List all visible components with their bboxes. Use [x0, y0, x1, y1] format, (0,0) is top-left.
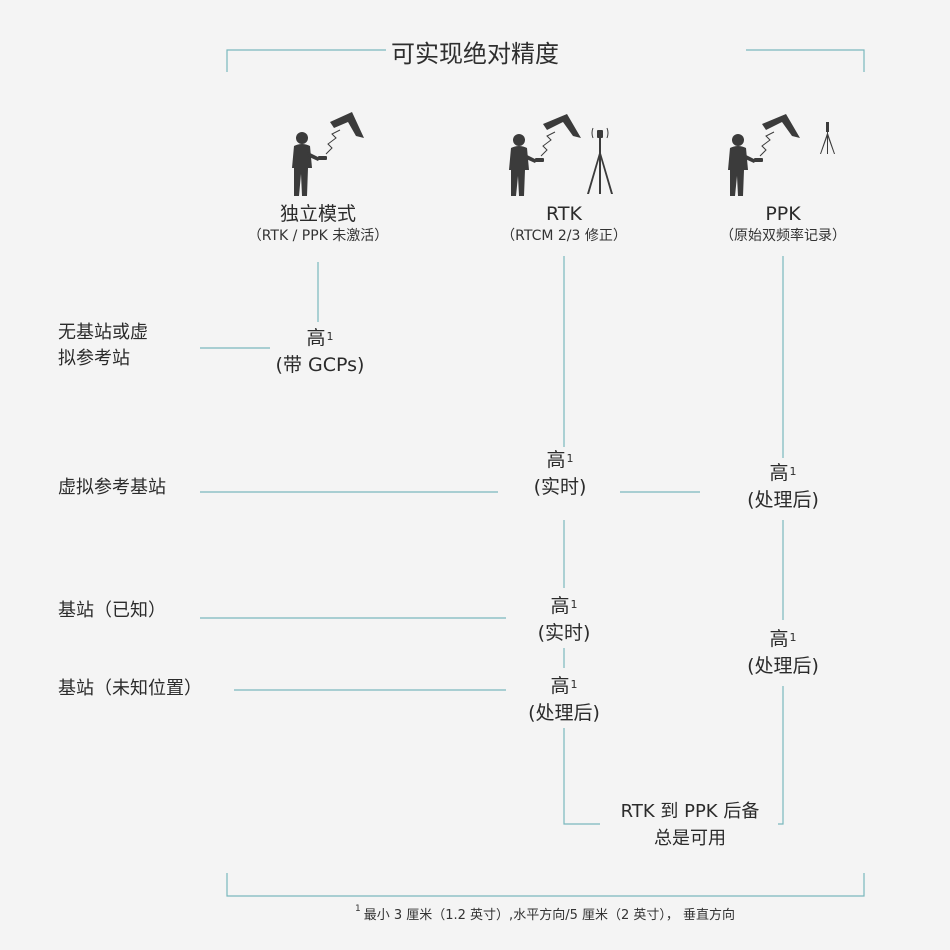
column-subtitle: （原始双频率记录） — [720, 228, 846, 244]
accuracy-note: (处理后) — [747, 655, 819, 677]
footnote-mark: 1 — [570, 598, 578, 611]
node-rtk-known: 高1 (实时) — [494, 593, 634, 647]
bottom-bracket — [226, 873, 865, 897]
rtk-column-line-4 — [563, 728, 600, 825]
row-label-none: 无基站或虚 拟参考站 — [58, 320, 148, 372]
column-name: RTK — [546, 203, 582, 225]
accuracy-value: 高 — [550, 675, 570, 697]
footnote-mark: 1 — [789, 631, 797, 644]
accuracy-note: (实时) — [533, 476, 587, 498]
accuracy-note: (处理后) — [528, 702, 600, 724]
operator-drone-base-icon — [509, 114, 613, 196]
node-standalone-none: 高1 (带 GCPs) — [250, 325, 390, 379]
rtk-ppk-backup-note: RTK 到 PPK 后备 总是可用 — [580, 798, 800, 852]
operator-drone-tripod-icon — [728, 114, 835, 196]
row-label-known: 基站（已知） — [58, 600, 166, 621]
row-label-line: 拟参考站 — [58, 348, 130, 369]
accuracy-note: (带 GCPs) — [275, 354, 365, 376]
accuracy-value: 高 — [769, 462, 789, 484]
column-standalone: 独立模式 （RTK / PPK 未激活） — [218, 202, 418, 246]
column-name: 独立模式 — [279, 203, 356, 225]
diagram-title: 可实现绝对精度 — [391, 40, 559, 68]
footnote-mark: 1 — [789, 465, 797, 478]
footnote-mark: 1 — [354, 904, 361, 914]
column-subtitle: （RTCM 2/3 修正） — [501, 228, 627, 244]
accuracy-value: 高 — [769, 628, 789, 650]
top-bracket-right — [746, 49, 865, 72]
accuracy-value: 高 — [546, 449, 566, 471]
backup-line: 总是可用 — [654, 828, 726, 849]
backup-line: RTK 到 PPK 后备 — [620, 801, 760, 822]
footnote-mark: 1 — [570, 678, 578, 691]
node-rtk-unknown: 高1 (处理后) — [494, 673, 634, 727]
column-subtitle: （RTK / PPK 未激活） — [247, 228, 389, 244]
row-label-line: 无基站或虚 — [58, 322, 148, 343]
node-ppk-vrs: 高1 (处理后) — [713, 460, 853, 514]
ppk-column-line-3 — [778, 686, 784, 825]
top-bracket-left — [226, 49, 386, 72]
row-label-vrs: 虚拟参考基站 — [58, 477, 166, 498]
operator-with-drone-icon — [292, 112, 364, 196]
row-label-unknown: 基站（未知位置） — [58, 678, 202, 699]
node-ppk-known: 高1 (处理后) — [713, 626, 853, 680]
column-ppk: PPK （原始双频率记录） — [683, 202, 883, 246]
column-name: PPK — [765, 203, 801, 225]
footnote-mark: 1 — [326, 330, 334, 343]
column-rtk: RTK （RTCM 2/3 修正） — [464, 202, 664, 246]
accuracy-note: (实时) — [537, 622, 591, 644]
accuracy-note: (处理后) — [747, 489, 819, 511]
accuracy-value: 高 — [306, 327, 326, 349]
footnote-mark: 1 — [566, 452, 574, 465]
node-rtk-vrs: 高1 (实时) — [490, 447, 630, 501]
footnote-text: 最小 3 厘米（1.2 英寸）,水平方向/5 厘米（2 英寸）， 垂直方向 — [363, 908, 736, 923]
accuracy-value: 高 — [550, 595, 570, 617]
